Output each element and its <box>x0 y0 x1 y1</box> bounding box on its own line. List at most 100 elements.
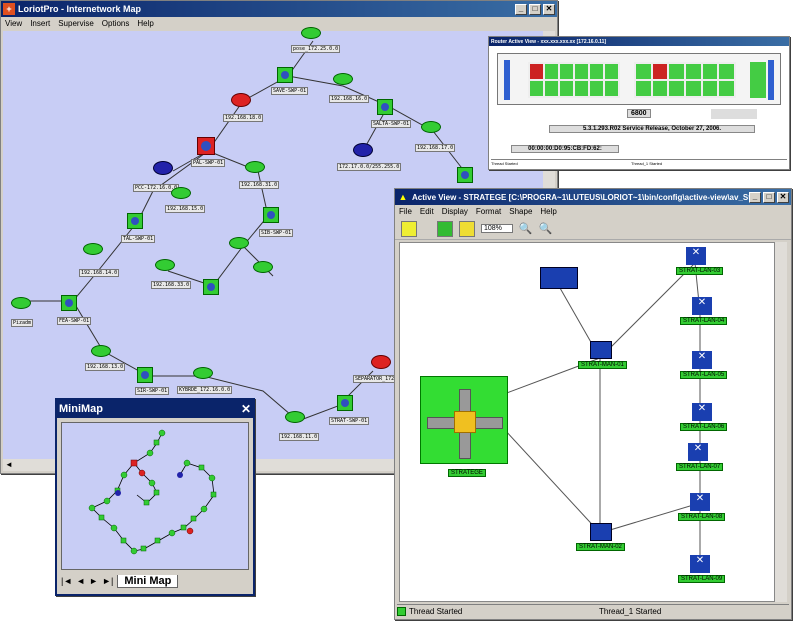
switch-icon[interactable]: ✕ <box>692 403 712 421</box>
menu-help[interactable]: Help <box>540 207 557 216</box>
port[interactable] <box>702 64 718 79</box>
menu-file[interactable]: File <box>399 207 412 216</box>
port[interactable] <box>652 81 668 96</box>
port[interactable] <box>702 81 718 96</box>
menu-shape[interactable]: Shape <box>509 207 533 216</box>
minimap-close-icon[interactable]: ✕ <box>240 402 251 416</box>
zoom-in-icon[interactable]: 🔍 <box>518 223 533 235</box>
nav-next-button[interactable]: ► <box>89 576 99 586</box>
zoom-out-icon[interactable]: 🔍 <box>538 223 553 235</box>
router-node[interactable] <box>197 137 215 155</box>
tool-icon[interactable] <box>437 220 453 237</box>
menu-options[interactable]: Options <box>101 19 130 28</box>
hub-node[interactable] <box>301 27 321 39</box>
router-node[interactable] <box>277 67 293 83</box>
switch-icon[interactable]: ✕ <box>688 443 708 461</box>
minimap-canvas[interactable] <box>61 422 249 570</box>
scroll-left-icon[interactable]: ◄ <box>5 460 13 469</box>
port[interactable] <box>530 64 543 79</box>
menu-display[interactable]: Display <box>441 207 468 216</box>
switch-icon[interactable]: ✕ <box>692 351 712 369</box>
router-node[interactable] <box>263 207 279 223</box>
port[interactable] <box>575 81 588 96</box>
port[interactable] <box>652 64 668 79</box>
hub-node[interactable] <box>155 259 175 271</box>
menu-supervise[interactable]: Supervise <box>58 19 94 28</box>
router-icon[interactable] <box>590 523 612 541</box>
hub-node[interactable] <box>171 187 191 199</box>
port[interactable] <box>669 64 684 79</box>
switch-icon[interactable]: ✕ <box>686 247 706 265</box>
switch-icon[interactable]: ✕ <box>690 555 710 573</box>
tab-mini-map[interactable]: Mini Map <box>117 574 179 588</box>
port[interactable] <box>575 64 588 79</box>
router-node[interactable] <box>337 395 353 411</box>
router-icon[interactable] <box>540 267 578 289</box>
port[interactable] <box>560 81 573 96</box>
menu-format[interactable]: Format <box>475 207 502 216</box>
hub-node[interactable] <box>153 161 173 175</box>
minimap-window: MiniMap ✕ <box>55 398 255 596</box>
hub-node[interactable] <box>83 243 103 255</box>
minimize-button[interactable]: _ <box>749 191 761 203</box>
hub-node[interactable] <box>253 261 273 273</box>
port[interactable] <box>605 81 618 96</box>
maximize-button[interactable]: □ <box>763 191 775 203</box>
port[interactable] <box>719 64 734 79</box>
stratege-node[interactable] <box>420 376 508 464</box>
close-button[interactable]: ✕ <box>543 3 555 15</box>
port[interactable] <box>590 64 603 79</box>
nav-first-button[interactable]: |◄ <box>61 576 73 586</box>
maximize-button[interactable]: □ <box>529 3 541 15</box>
port[interactable] <box>530 81 543 96</box>
close-button[interactable]: ✕ <box>777 191 789 203</box>
port[interactable] <box>560 64 573 79</box>
hub-node[interactable] <box>333 73 353 85</box>
router-node[interactable] <box>127 213 143 229</box>
menu-help[interactable]: Help <box>137 19 154 28</box>
port[interactable] <box>686 81 701 96</box>
zoom-select[interactable]: 108% <box>481 224 513 233</box>
node-label: SIR-SWP-01 <box>135 387 170 395</box>
tool-icon[interactable] <box>459 220 475 237</box>
port[interactable] <box>605 64 618 79</box>
hub-node[interactable] <box>285 411 305 423</box>
port[interactable] <box>719 81 734 96</box>
node-label: 192.168.31.0 <box>239 181 280 189</box>
router-node[interactable] <box>377 99 393 115</box>
router-node[interactable] <box>203 279 219 295</box>
menu-view[interactable]: View <box>5 19 23 28</box>
hub-node[interactable] <box>245 161 265 173</box>
nav-prev-button[interactable]: ◄ <box>76 576 86 586</box>
router-node[interactable] <box>137 367 153 383</box>
switch-icon[interactable]: ✕ <box>692 297 712 315</box>
tool-icon[interactable] <box>401 220 417 237</box>
menu-edit[interactable]: Edit <box>419 207 434 216</box>
port[interactable] <box>545 81 558 96</box>
active-view-vscroll[interactable] <box>775 242 787 602</box>
port[interactable] <box>636 81 651 96</box>
switch-icon[interactable]: ✕ <box>690 493 710 511</box>
nav-last-button[interactable]: ►| <box>102 576 114 586</box>
port[interactable] <box>545 64 558 79</box>
hub-node[interactable] <box>193 367 213 379</box>
router-node[interactable] <box>457 167 473 183</box>
node-label: STRAT-LAN-03 <box>676 267 724 275</box>
active-view-canvas[interactable]: ✕ STRAT-LAN-03 ✕ STRAT-LAN-04 ✕ STRAT-LA… <box>399 242 775 602</box>
hub-node[interactable] <box>91 345 111 357</box>
port[interactable] <box>636 64 651 79</box>
hub-node[interactable] <box>421 121 441 133</box>
hub-node[interactable] <box>231 93 251 107</box>
minimize-button[interactable]: _ <box>515 3 527 15</box>
port[interactable] <box>590 81 603 96</box>
hub-node[interactable] <box>11 297 31 309</box>
port-block-right <box>634 62 736 98</box>
menu-insert[interactable]: Insert <box>30 19 51 28</box>
hub-node[interactable] <box>229 237 249 249</box>
hub-node[interactable] <box>371 355 391 369</box>
hub-node[interactable] <box>353 143 373 157</box>
router-node[interactable] <box>61 295 77 311</box>
port[interactable] <box>686 64 701 79</box>
router-icon[interactable] <box>590 341 612 359</box>
port[interactable] <box>669 81 684 96</box>
